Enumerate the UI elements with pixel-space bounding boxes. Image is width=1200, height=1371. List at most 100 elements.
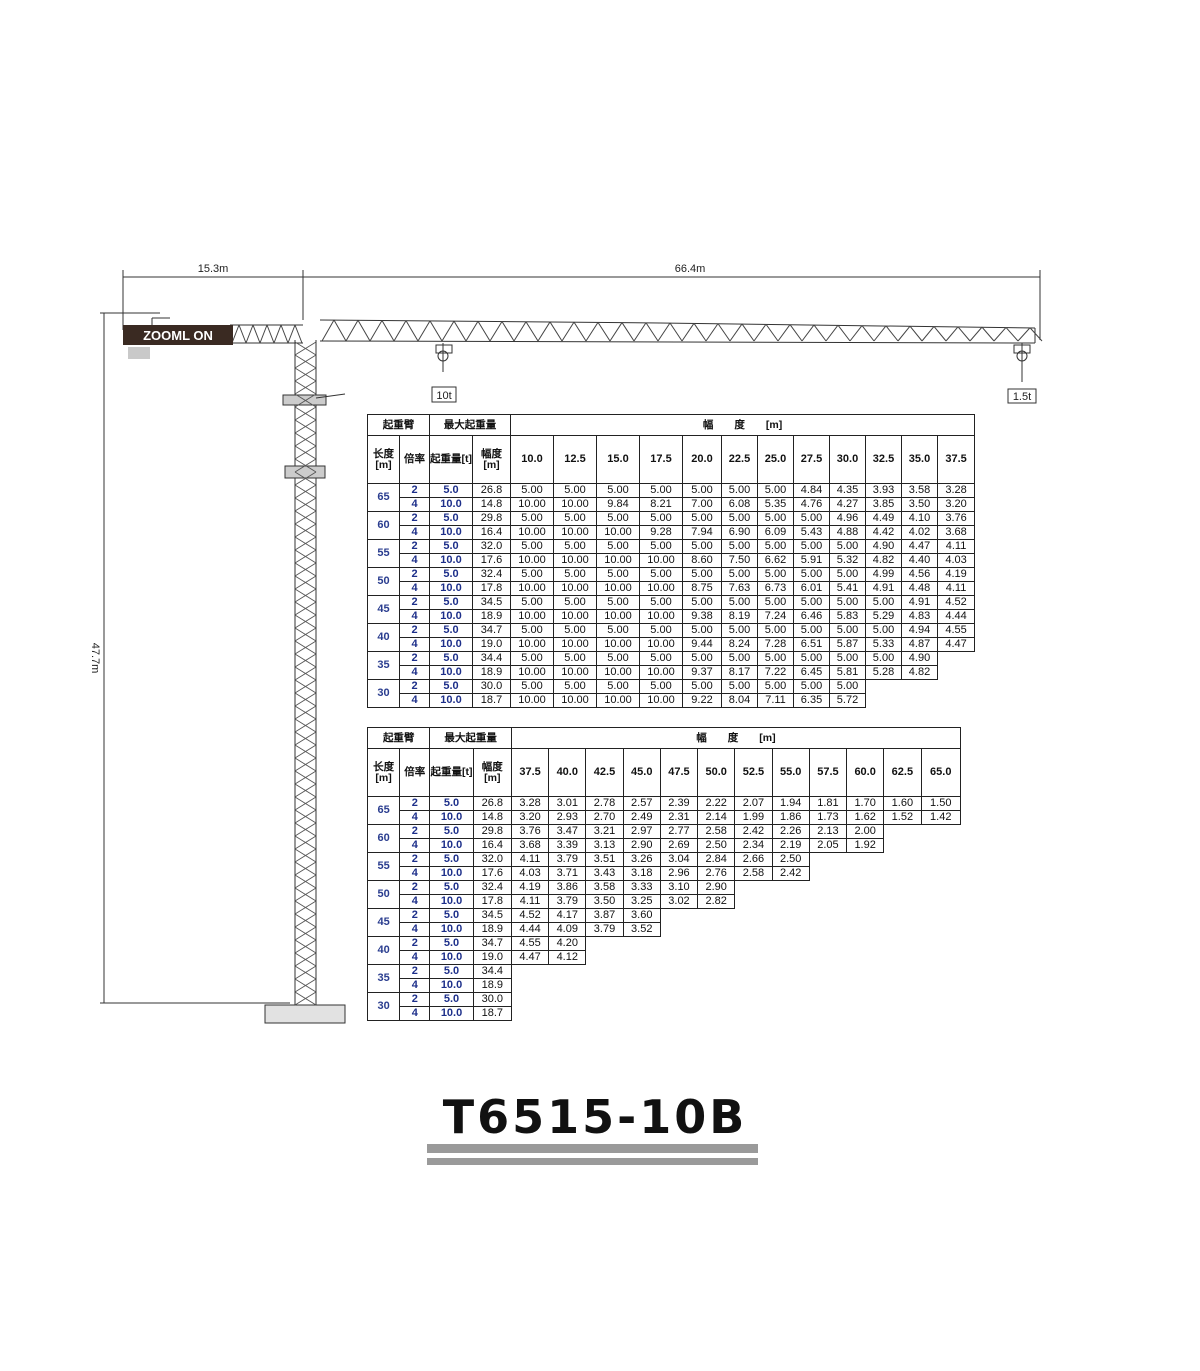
capacity-cell: 9.22: [682, 693, 722, 708]
empty-cell: [921, 825, 961, 839]
capacity-cell: 9.37: [682, 665, 722, 680]
radius-header: 30.0: [829, 435, 866, 484]
capacity-cell: 5.00: [793, 567, 830, 582]
capacity-cell: 3.02: [659, 894, 699, 909]
empty-cell: [549, 1007, 586, 1021]
capacity-cell: 4.90: [865, 539, 902, 554]
capacity-cell: 5.00: [793, 623, 830, 638]
empty-cell: [921, 881, 961, 895]
capacity-cell: 5.00: [596, 511, 640, 526]
empty-cell: [921, 839, 961, 853]
capacity-cell: 4.11: [936, 539, 976, 554]
capacity-cell: 5.00: [793, 511, 830, 526]
empty-cell: [847, 867, 884, 881]
capacity-cell: 7.11: [757, 693, 794, 708]
range-cell: 19.0: [472, 637, 511, 652]
dim-counter-jib: 15.3m: [198, 263, 229, 275]
capacity-cell: 5.00: [829, 567, 866, 582]
range-cell: 34.7: [472, 623, 511, 638]
capacity-cell: 4.47: [936, 637, 976, 652]
empty-cell: [698, 993, 735, 1007]
load-label-near: 10t: [436, 390, 451, 402]
empty-cell: [511, 965, 548, 979]
load-cell: 5.0: [429, 992, 474, 1007]
capacity-cell: 4.27: [829, 497, 866, 512]
load-cell: 5.0: [429, 908, 474, 923]
empty-cell: [921, 1007, 961, 1021]
capacity-cell: 3.79: [585, 922, 624, 937]
capacity-cell: 1.92: [846, 838, 885, 853]
empty-cell: [847, 895, 884, 909]
rate-cell: 2: [399, 623, 430, 638]
capacity-cell: 4.03: [936, 553, 976, 568]
capacity-cell: 7.63: [721, 581, 758, 596]
capacity-cell: 5.00: [596, 483, 640, 498]
rate-cell: 4: [399, 1006, 431, 1021]
empty-cell: [921, 937, 961, 951]
capacity-cell: 5.00: [510, 623, 554, 638]
empty-cell: [698, 951, 735, 965]
empty-cell: [772, 923, 809, 937]
capacity-cell: 4.19: [510, 880, 550, 895]
capacity-cell: 2.34: [734, 838, 773, 853]
rate-cell: 2: [399, 651, 430, 666]
capacity-cell: 8.75: [682, 581, 722, 596]
rate-cell: 4: [399, 866, 431, 881]
radius-header: 52.5: [734, 748, 773, 797]
capacity-cell: 7.22: [757, 665, 794, 680]
empty-cell: [884, 881, 921, 895]
empty-cell: [586, 951, 623, 965]
capacity-cell: 2.26: [771, 824, 810, 839]
header-radius: 幅 度 [m]: [510, 727, 962, 749]
capacity-cell: 5.00: [865, 595, 902, 610]
capacity-cell: 4.19: [936, 567, 976, 582]
capacity-cell: 5.87: [829, 637, 866, 652]
header-jib: 起重臂: [367, 414, 430, 436]
empty-cell: [847, 1007, 884, 1021]
capacity-cell: 5.00: [682, 567, 722, 582]
empty-cell: [884, 1007, 921, 1021]
load-cell: 10.0: [429, 866, 474, 881]
rate-cell: 2: [399, 908, 431, 923]
capacity-cell: 1.81: [808, 796, 848, 811]
header-range: 幅度[m]: [472, 748, 512, 797]
capacity-cell: 9.44: [682, 637, 722, 652]
capacity-cell: 3.26: [622, 852, 661, 867]
capacity-cell: 1.70: [846, 796, 885, 811]
empty-cell: [623, 965, 660, 979]
capacity-cell: 10.00: [639, 665, 683, 680]
load-cell: 10.0: [429, 637, 473, 652]
capacity-cell: 5.83: [829, 609, 866, 624]
range-cell: 34.7: [472, 936, 512, 951]
empty-cell: [735, 909, 772, 923]
capacity-cell: 4.47: [510, 950, 550, 965]
radius-header: 60.0: [846, 748, 885, 797]
jib-length-cell: 45: [367, 595, 400, 624]
capacity-cell: 3.79: [548, 894, 587, 909]
capacity-cell: 5.00: [757, 595, 794, 610]
empty-cell: [735, 979, 772, 993]
empty-cell: [660, 923, 697, 937]
empty-cell: [884, 839, 921, 853]
capacity-cell: 7.28: [757, 637, 794, 652]
capacity-cell: 10.00: [596, 525, 640, 540]
rate-cell: 2: [399, 539, 430, 554]
load-cell: 10.0: [429, 525, 473, 540]
rate-cell: 4: [399, 978, 431, 993]
header-radius: 幅 度 [m]: [509, 414, 976, 436]
empty-cell: [847, 923, 884, 937]
range-cell: 14.8: [472, 810, 512, 825]
empty-cell: [772, 951, 809, 965]
capacity-cell: 5.00: [757, 567, 794, 582]
capacity-cell: 4.11: [510, 852, 550, 867]
capacity-cell: 10.00: [510, 581, 554, 596]
capacity-cell: 10.00: [639, 609, 683, 624]
capacity-cell: 4.03: [510, 866, 550, 881]
